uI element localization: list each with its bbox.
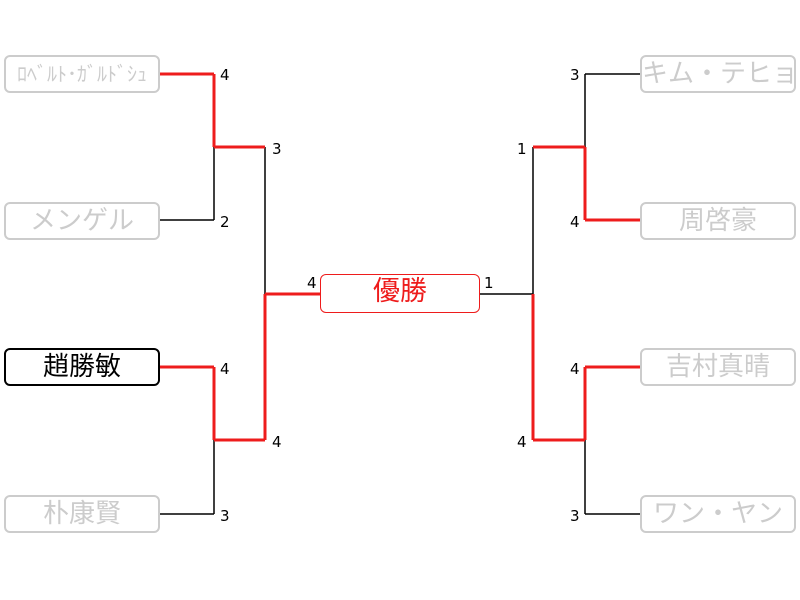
player-box-2[interactable]: メンゲル [4,202,160,240]
player-box-5[interactable]: キム・テヒョン [640,55,796,93]
score-label: 3 [272,140,282,158]
player-name: キム・テヒョン [642,59,796,89]
score-label: 3 [570,507,580,525]
player-box-7[interactable]: 吉村真晴 [640,348,796,386]
champion-box: 優勝 [320,274,480,313]
player-name: 吉村真晴 [665,352,770,382]
player-box-6[interactable]: 周啓豪 [640,202,796,240]
score-label: 4 [570,213,580,231]
score-label: 4 [570,360,580,378]
score-label: 3 [220,507,230,525]
score-label: 4 [220,360,230,378]
score-label: 4 [272,433,282,451]
score-label: 4 [307,274,317,292]
score-label: 1 [484,274,494,292]
player-name: 朴康賢 [42,499,121,529]
player-name: メンゲル [29,206,134,236]
score-label: 3 [570,66,580,84]
player-name: ワン・ヤン [652,499,783,529]
player-name: ﾛﾍﾞﾙﾄ･ｶﾞﾙﾄﾞｼｭ [17,62,147,86]
player-box-8[interactable]: ワン・ヤン [640,495,796,533]
score-label: 2 [220,213,230,231]
player-box-4[interactable]: 朴康賢 [4,495,160,533]
player-name: 趙勝敏 [42,352,121,382]
player-box-1[interactable]: ﾛﾍﾞﾙﾄ･ｶﾞﾙﾄﾞｼｭ [4,55,160,93]
player-box-3[interactable]: 趙勝敏 [4,348,160,386]
score-label: 4 [220,66,230,84]
champion-label: 優勝 [373,276,427,307]
score-label: 4 [517,433,527,451]
score-label: 1 [517,140,527,158]
player-name: 周啓豪 [678,206,757,236]
